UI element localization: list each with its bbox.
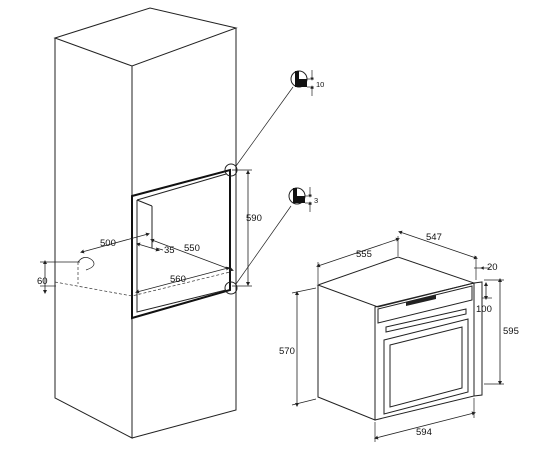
- oven-top-face: [316, 256, 476, 308]
- detail-bottom-label: 3: [314, 196, 318, 205]
- detail-top-label: 10: [316, 80, 324, 89]
- dim-594-label: 594: [416, 427, 432, 438]
- oven-side-face: [317, 285, 376, 421]
- dim-555-label: 555: [356, 249, 372, 260]
- niche-inner-top: [136, 173, 227, 201]
- detail-top-gap: 10: [290, 70, 324, 96]
- dim-500-label: 500: [100, 238, 116, 249]
- oven-window: [389, 326, 463, 408]
- dim-550-label: 550: [184, 243, 200, 254]
- dim-560-line: [135, 266, 230, 294]
- detail-callouts: 10 3: [224, 70, 324, 295]
- tall-cabinet: [53, 7, 238, 439]
- leader-bottom: [235, 205, 292, 285]
- oven-display: [406, 295, 436, 306]
- dim-570-ext-top: [291, 287, 317, 294]
- dim-595-label: 595: [503, 326, 519, 337]
- oven-control-panel: [377, 285, 473, 324]
- dim-500-line: [80, 232, 150, 254]
- dim-550-line: [150, 238, 234, 272]
- dim-547-label: 547: [426, 232, 442, 243]
- dim-555-line: [316, 237, 400, 268]
- oven-handle: [385, 308, 467, 333]
- cabinet-front-face: [54, 38, 133, 439]
- dim-590-label: 590: [246, 213, 262, 224]
- oven: [316, 256, 483, 421]
- vent-curve: [77, 257, 95, 271]
- leader-top: [235, 86, 294, 167]
- cabinet-top-face: [53, 7, 238, 67]
- detail-circle-bottom: [224, 281, 238, 295]
- oven-door: [383, 318, 469, 415]
- dim-560-label: 560: [170, 274, 186, 285]
- dim-570-ext-bottom: [291, 398, 317, 406]
- dim-547-line: [398, 230, 478, 260]
- vent-dashed-outline: [54, 271, 231, 297]
- dim-20-label: 20: [487, 262, 498, 273]
- niche-opening: [131, 168, 231, 320]
- cabinet-side-face: [131, 28, 237, 439]
- dim-35-line: [136, 242, 160, 252]
- dim-60-label: 60: [37, 276, 48, 287]
- oven-frame-edge: [473, 281, 483, 397]
- oven-dimensions: 555 547 20 100 595 570 594: [279, 230, 519, 442]
- detail-side-gap: 3: [288, 187, 318, 212]
- dim-594-line: [374, 411, 476, 440]
- dim-570-label: 570: [279, 346, 295, 357]
- detail-circle-top: [224, 163, 238, 177]
- dim-100-label: 100: [476, 304, 492, 315]
- cabinet-dimensions: 500 35 550 560 590 60: [37, 169, 262, 294]
- niche-depth-top: [136, 199, 153, 207]
